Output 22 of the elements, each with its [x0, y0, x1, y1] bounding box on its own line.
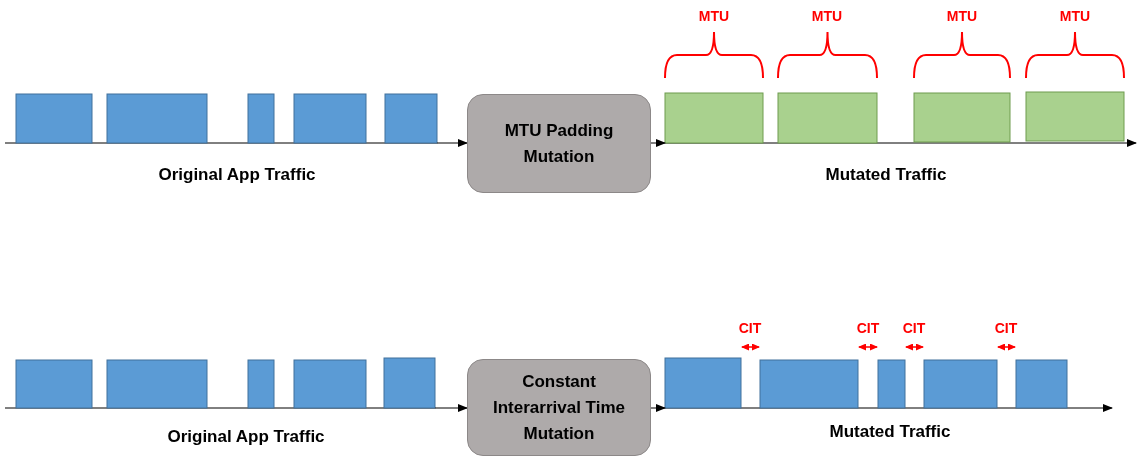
- packet-train-drawing: [4, 93, 438, 144]
- packet-train-drawing: [4, 357, 436, 409]
- process-box: MTU Padding Mutation: [467, 94, 651, 193]
- node-label: Original App Traffic: [158, 165, 316, 185]
- dimension-label: CIT: [994, 320, 1018, 336]
- dimension-label: CIT: [902, 320, 926, 336]
- dimension-label: MTU: [698, 8, 730, 24]
- arrow: [650, 404, 666, 412]
- dimension-label: CIT: [738, 320, 762, 336]
- node-label: Mutated Traffic: [825, 165, 947, 185]
- packet-train-drawing: [664, 357, 1113, 412]
- node-label: Mutated Traffic: [829, 422, 951, 442]
- dimension-label: MTU: [811, 8, 843, 24]
- process-box: Constant Interarrival Time Mutation: [467, 359, 651, 456]
- node-label: Original App Traffic: [167, 427, 325, 447]
- arrow: [436, 139, 468, 147]
- arrow: [434, 404, 468, 412]
- dimension-label: MTU: [946, 8, 978, 24]
- dimension-label: CIT: [856, 320, 880, 336]
- dimension-label: MTU: [1059, 8, 1091, 24]
- packet-train-drawing: [664, 91, 1137, 147]
- arrow: [650, 139, 666, 147]
